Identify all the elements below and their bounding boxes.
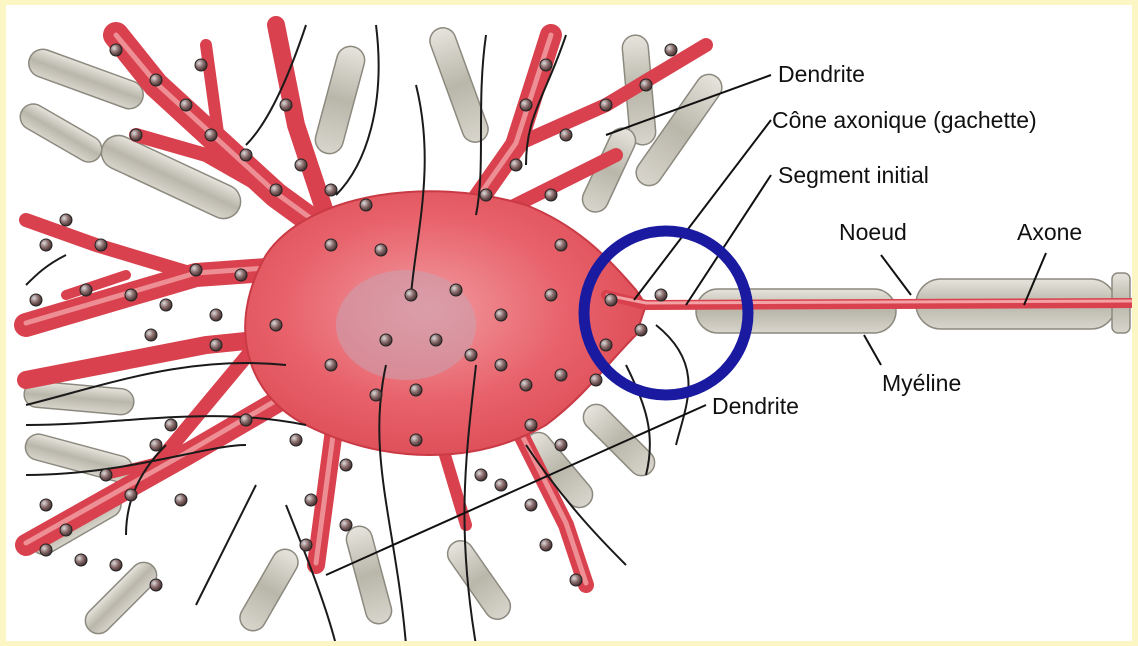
label-axone: Axone xyxy=(1017,221,1082,244)
label-noeud: Noeud xyxy=(839,221,907,244)
axon xyxy=(606,273,1136,333)
label-myeline: Myéline xyxy=(882,372,961,395)
label-cone-axonique: Cône axonique (gachette) xyxy=(772,109,1037,132)
label-segment-initial: Segment initial xyxy=(778,164,929,187)
label-dendrite-bottom: Dendrite xyxy=(712,395,799,418)
neuron-illustration xyxy=(6,5,1138,646)
label-dendrite-top: Dendrite xyxy=(778,63,865,86)
